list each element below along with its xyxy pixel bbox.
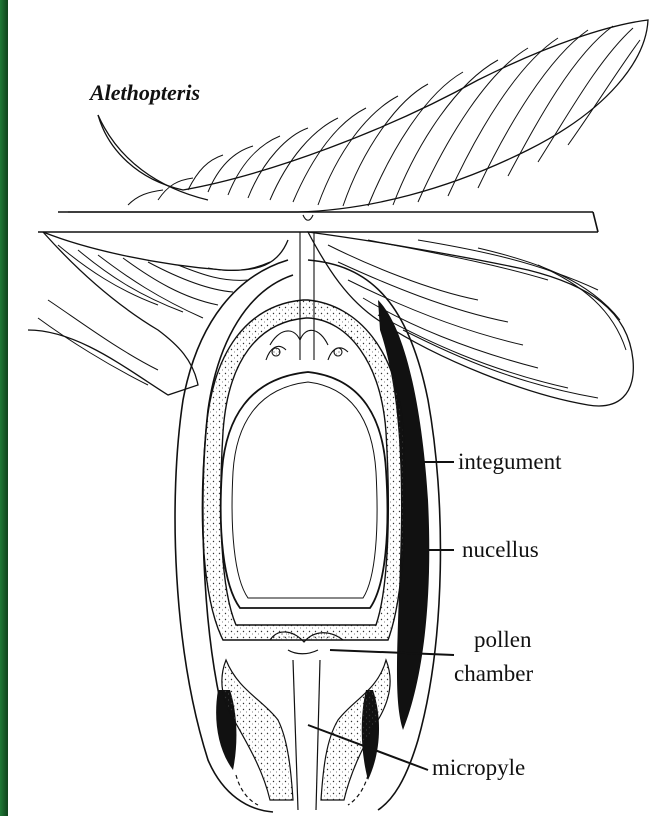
diagram-canvas: Alethopteris integument nucellus pollen …	[8, 0, 657, 816]
micropyle-structure	[222, 660, 390, 810]
seed-fern-ovule-drawing	[8, 0, 657, 816]
pollen-label: pollen	[474, 628, 532, 651]
upper-frond-leaflet	[68, 20, 648, 212]
genus-title: Alethopteris	[90, 82, 200, 104]
integument-label: integument	[458, 450, 561, 473]
micropyle-label: micropyle	[432, 756, 525, 779]
chamber-label: chamber	[454, 662, 533, 685]
nucellus	[202, 300, 405, 640]
frond-rachis	[38, 212, 598, 232]
nucellus-label: nucellus	[462, 538, 539, 561]
